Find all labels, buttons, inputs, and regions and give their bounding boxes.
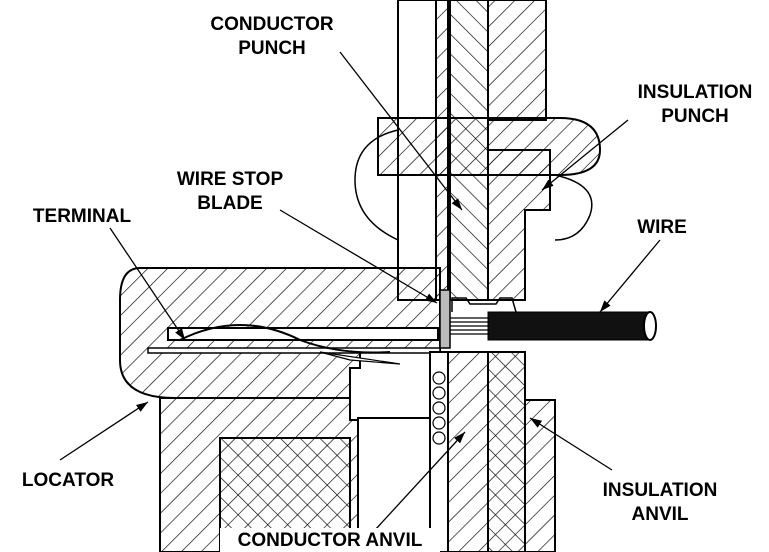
label-conductor-punch-2: PUNCH (238, 38, 306, 59)
label-conductor-anvil: CONDUCTOR ANVIL (238, 530, 423, 551)
label-insulation-anvil-1: INSULATION (603, 480, 718, 501)
locator-leader (59, 401, 149, 461)
wire-end (643, 311, 657, 341)
label-wire-stop-blade-1: WIRE STOP (177, 169, 284, 190)
insulation-anvil-insert (487, 351, 526, 552)
label-locator: LOCATOR (22, 470, 114, 491)
label-insulation-anvil-2: ANVIL (632, 504, 689, 525)
labels: CONDUCTOR PUNCH INSULATION PUNCH WIRE ST… (22, 14, 752, 552)
locator-block (119, 267, 441, 399)
label-terminal: TERMINAL (33, 206, 132, 227)
wire-leader (599, 239, 661, 313)
label-wire-stop-blade-2: BLADE (197, 193, 262, 214)
right-housing-outline (554, 174, 593, 241)
locator-pocket (167, 327, 439, 341)
terminal-strip (147, 347, 441, 354)
lower-tooling (159, 351, 556, 552)
conductor-anvil-leader (374, 431, 466, 531)
terminal-tab (319, 351, 401, 365)
label-insulation-punch-1: INSULATION (638, 82, 753, 103)
wire-stop-blade (439, 289, 451, 349)
wire-stop-blade-leader (279, 209, 438, 304)
leader-lines (59, 51, 661, 531)
insulation-punch-holder (487, 0, 547, 121)
terminal-leader (109, 227, 186, 341)
label-conductor-punch-1: CONDUCTOR (210, 14, 333, 35)
wire-insulation (487, 311, 651, 341)
upper-tooling (354, 0, 602, 301)
conductor-punch-leader (339, 51, 463, 211)
label-backdrop (220, 528, 440, 552)
insulation-punch-leader (541, 119, 629, 191)
anvil-coil (432, 371, 446, 445)
clamp-bar (377, 117, 602, 176)
insulation-anvil-leader (529, 417, 613, 471)
left-housing-outline (354, 129, 399, 241)
terminal-spring (179, 324, 391, 354)
label-wire: WIRE (637, 217, 687, 238)
wire-part (439, 289, 657, 349)
crimp-barrel (451, 297, 517, 313)
wire-strands (450, 317, 490, 335)
label-insulation-punch-2: PUNCH (661, 106, 729, 127)
